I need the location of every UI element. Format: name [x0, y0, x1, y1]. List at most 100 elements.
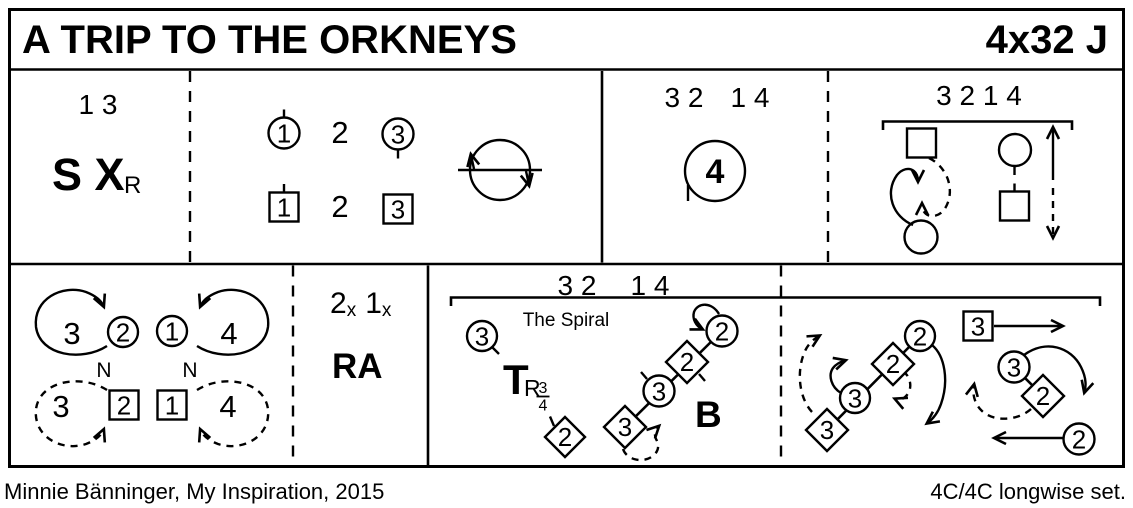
woman-2-circle [106, 315, 140, 349]
cell-spiral-progression: 3 3 2 2 3 3 2 2 [798, 310, 1096, 456]
cell-the-spiral: 3 2 1 4 The Spiral 3 T R 3 4 2 3 3 2 2 B [465, 270, 739, 462]
cell-set-cross: 1 3 S X R [52, 89, 141, 200]
woman-3-number: 3 [475, 322, 489, 352]
diagonal-line [826, 335, 921, 431]
man-1-number: 1 [277, 193, 291, 223]
woman-3-number: 3 [391, 120, 405, 150]
diagonal-line [624, 330, 723, 428]
dancer-3-circle [838, 381, 872, 415]
position-2-top: 2 [331, 115, 348, 150]
order-label-right: 1 4 [631, 270, 670, 301]
dancer-2-circle [903, 319, 937, 353]
facing-tick [548, 416, 556, 427]
dancer-2-number: 2 [680, 347, 694, 377]
man-2-diamond [543, 415, 587, 459]
turn-loop-solid-left [34, 288, 108, 356]
travel-dashed-curl [891, 370, 912, 410]
set-cross-symbol: S X [52, 149, 125, 200]
footer: Minnie Bänninger, My Inspiration, 2015 4… [4, 479, 1126, 504]
turn-circle-icon [458, 138, 542, 202]
cell-positions-turn: 1 2 3 1 2 3 [267, 109, 542, 225]
pair-diamond-number: 2 [1036, 381, 1050, 411]
turn-hand-subscript: R [524, 375, 541, 401]
order-label: 3 2 1 4 [936, 80, 1022, 111]
order-label-right: 1 4 [731, 82, 770, 113]
man-3-square [382, 193, 414, 225]
turn-dashed-arc [964, 381, 1032, 420]
set-cross-subscript: R [124, 172, 141, 199]
balance-symbol: B [695, 394, 722, 435]
couples-label: 1 3 [79, 89, 118, 120]
man-2-square [108, 389, 140, 421]
cell-turn-neighbours: 3 2 1 4 N N 3 2 1 4 [34, 288, 270, 448]
travel-solid-curl [829, 356, 849, 395]
man-3-number: 3 [971, 312, 985, 342]
dancer-3-number: 3 [820, 415, 834, 445]
turn-hook-dashed-arrow [914, 156, 952, 218]
turn-symbol: T [503, 356, 529, 403]
frame [8, 8, 1125, 468]
order-label-left: 3 2 [665, 82, 704, 113]
turn-loop-dashed-left [34, 380, 108, 448]
travel-dashed-arrow [798, 334, 823, 413]
turn-hook-solid-arrow [889, 167, 926, 227]
man-1-square [268, 191, 300, 223]
cast-solid-arrow [689, 303, 721, 331]
cast-dashed-arrow [621, 423, 662, 462]
woman-circle [903, 219, 939, 255]
turn-loop-dashed-right [196, 380, 270, 448]
dancer-3-circle [642, 374, 676, 408]
man-3-number: 3 [391, 195, 405, 225]
dancer-3-number: 3 [618, 412, 632, 442]
dancer-2-number: 2 [913, 322, 927, 352]
dancer-2-diamond [664, 339, 710, 385]
man-1-number: 1 [165, 391, 179, 421]
title-bar: A TRIP TO THE ORKNEYS 4x32 J [22, 18, 1108, 62]
position-2-bottom: 2 [331, 189, 348, 224]
woman-3-circle [465, 319, 499, 353]
turn-arrow-down [519, 170, 534, 189]
figure-name-label: The Spiral [523, 310, 610, 331]
dancer-3-diamond [804, 407, 850, 453]
turn-solid-arc [1023, 345, 1095, 396]
order-label-left: 3 2 [558, 270, 597, 301]
rights-across-symbol: RA [332, 347, 383, 386]
dancer-3-number: 3 [848, 384, 862, 414]
neighbour-label-right: N [182, 359, 197, 382]
man-3-square [962, 310, 994, 342]
woman-1-number: 1 [165, 317, 179, 347]
facing-tick [698, 373, 706, 382]
fraction-numerator: 3 [539, 380, 548, 397]
top-bracket [881, 120, 1074, 130]
outer-border [8, 8, 1125, 468]
facing-tick [640, 371, 648, 380]
cell-turn-progress: 3 2 1 4 [881, 80, 1074, 255]
man-2-number: 2 [117, 391, 131, 421]
dancer-2-number: 2 [886, 349, 900, 379]
dancer-3-diamond [602, 404, 648, 450]
woman-2-number: 2 [1072, 425, 1086, 455]
neighbour-label-left: N [96, 359, 111, 382]
fraction-denominator: 4 [539, 398, 548, 415]
woman-2-circle [1062, 422, 1096, 456]
dancer-3-top: 3 [63, 316, 80, 351]
hands-round-number: 4 [706, 153, 725, 191]
deviser-credit: Minnie Bänninger, My Inspiration, 2015 [4, 479, 384, 504]
woman-3-circle [381, 117, 415, 151]
woman-2-number: 2 [116, 318, 130, 348]
dancer-4-bottom: 4 [219, 389, 236, 424]
set-type-label: 4C/4C longwise set. [930, 479, 1126, 504]
travel-solid-arc [924, 344, 947, 426]
man-square-2 [998, 190, 1031, 222]
dance-title: A TRIP TO THE ORKNEYS [22, 18, 517, 62]
turn-arrow-up [466, 151, 481, 170]
man-1-square [156, 389, 188, 421]
woman-1-circle [267, 116, 301, 150]
dancer-4-top: 4 [220, 316, 237, 351]
hands-round-circle [683, 139, 747, 203]
dancer-3-number: 3 [652, 377, 666, 407]
